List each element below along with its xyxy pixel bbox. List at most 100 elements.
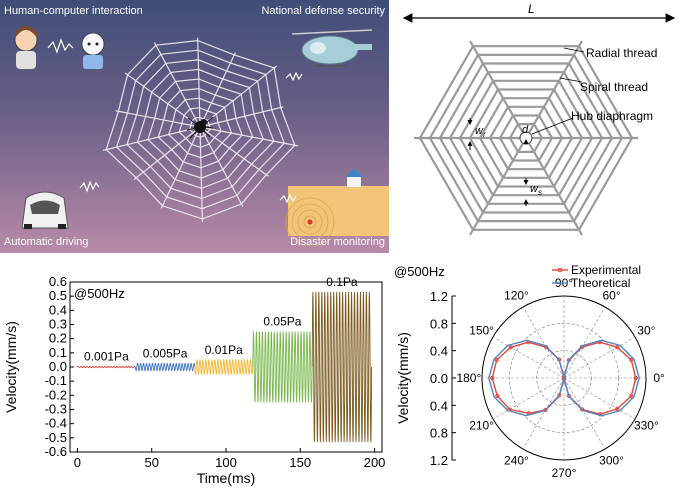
angle-label: 30° — [637, 323, 655, 337]
segment-label: 0.005Pa — [143, 346, 188, 360]
angle-label: 180° — [456, 371, 481, 385]
experimental-point — [633, 375, 638, 381]
y-axis-label: Velocity(mm/s) — [3, 321, 19, 413]
series-theoretical — [488, 339, 640, 417]
spiral-thread — [468, 88, 584, 188]
spiral-thread — [438, 62, 614, 214]
angle-label: 150° — [469, 323, 494, 337]
experimental-point — [580, 407, 585, 412]
children-talking-robot-icon — [14, 26, 105, 69]
polar-directivity-chart: 0°30°60°90°120°150°180°210°240°270°300°3… — [392, 262, 685, 491]
spiral-thread — [458, 79, 594, 197]
r-tick-label: 0.4 — [430, 344, 448, 359]
label-automatic-driving: Automatic driving — [4, 236, 89, 248]
label-human-computer-interaction: Human-computer interaction — [4, 5, 143, 17]
angle-grid — [492, 336, 565, 379]
web-spiral-line — [178, 107, 222, 149]
angle-label: 120° — [504, 289, 529, 303]
wr-label: wr — [475, 125, 486, 139]
experimental-point — [508, 345, 513, 350]
web-schematic-svg: L Radial thread Spiral thread Hub diaphr… — [402, 2, 676, 236]
experimental-point — [495, 393, 500, 398]
series-0.05Pa — [252, 331, 313, 403]
spiral-thread — [488, 105, 564, 171]
helicopter-icon — [285, 29, 373, 82]
r-tick-label: 0.0 — [430, 371, 448, 386]
label-disaster-monitoring: Disaster monitoring — [290, 236, 385, 248]
experimental-point — [615, 345, 620, 350]
radial-thread-label: Radial thread — [586, 46, 657, 60]
angle-grid — [563, 306, 606, 379]
y-tick-label: 0.6 — [49, 274, 67, 289]
legend-label: Theoretical — [571, 276, 630, 290]
segment-label: 0.01Pa — [205, 343, 243, 357]
spiral-thread — [508, 123, 544, 153]
disaster-ground-illustration — [279, 169, 389, 247]
web-spiral-line — [188, 116, 212, 138]
angle-label: 60° — [602, 289, 620, 303]
x-tick-label: 100 — [215, 455, 237, 470]
polar-annotation: @500Hz — [394, 264, 445, 279]
experimental-point — [615, 406, 620, 411]
r-tick-label: 0.8 — [430, 316, 448, 331]
x-tick-label: 50 — [144, 455, 158, 470]
angle-grid — [522, 377, 565, 450]
web-radial-line — [115, 110, 201, 128]
series-0.1Pa — [311, 291, 373, 443]
label-national-defense: National defense security — [261, 5, 385, 17]
r-grid — [508, 322, 620, 434]
experimental-point — [490, 375, 495, 381]
web-spiral-line — [157, 87, 243, 169]
web-spiral-line — [136, 68, 264, 189]
y-tick-label: 0.2 — [49, 331, 67, 346]
y-tick-label: -0.5 — [45, 430, 67, 445]
angle-label: 330° — [634, 419, 659, 433]
polar-directivity-svg: 0°30°60°90°120°150°180°210°240°270°300°3… — [394, 263, 665, 480]
spiral-thread — [498, 114, 554, 162]
y-tick-label: 0.5 — [49, 288, 67, 303]
web-radial-line — [102, 126, 201, 151]
web-radial-line — [199, 52, 236, 128]
r-tick-label: 1.2 — [430, 289, 448, 304]
legend-label: Experimental — [571, 263, 641, 277]
series-0.005Pa — [134, 362, 196, 372]
spiral-thread — [428, 53, 624, 223]
x-tick-label: 0 — [74, 455, 81, 470]
illustration-art — [14, 26, 389, 247]
web-radial-line — [133, 126, 201, 180]
d-label: d — [522, 124, 529, 136]
web-radial-line — [199, 126, 244, 207]
web-spiral-line — [105, 39, 296, 220]
web-radial-line — [199, 106, 284, 128]
spider-web-illustration — [102, 37, 299, 222]
r-tick-label: 1.2 — [430, 453, 448, 468]
angle-grid — [492, 377, 565, 420]
web-spiral-line — [115, 49, 285, 210]
angle-label: 0° — [653, 371, 665, 385]
segment-label: 0.1Pa — [326, 275, 358, 289]
y-tick-label: 0.1 — [49, 345, 67, 360]
x-axis-label: Time(ms) — [197, 470, 256, 486]
applications-illustration: Human-computer interaction National defe… — [0, 0, 389, 253]
angle-grid — [522, 306, 565, 379]
y-tick-label: 0.3 — [49, 317, 67, 332]
web-radial-line — [197, 37, 201, 128]
web-radial-line — [199, 126, 204, 222]
y-tick-label: 0.4 — [49, 302, 67, 317]
series-0.01Pa — [194, 358, 254, 376]
web-schematic: L Radial thread Spiral thread Hub diaphr… — [392, 0, 685, 253]
web-radial-line — [153, 42, 201, 128]
angle-label: 270° — [552, 466, 577, 480]
car-icon — [21, 180, 100, 229]
legend-marker — [557, 267, 563, 273]
y-tick-label: -0.3 — [45, 402, 67, 417]
y-tick-label: -0.4 — [45, 416, 67, 431]
spider-icon — [186, 116, 214, 139]
spiral-thread-label: Spiral thread — [580, 80, 648, 94]
web-radial-line — [124, 72, 201, 128]
web-radial-line — [160, 126, 201, 209]
y-tick-label: -0.6 — [45, 444, 67, 459]
spiral-thread — [478, 97, 574, 179]
experimental-point — [629, 357, 634, 363]
